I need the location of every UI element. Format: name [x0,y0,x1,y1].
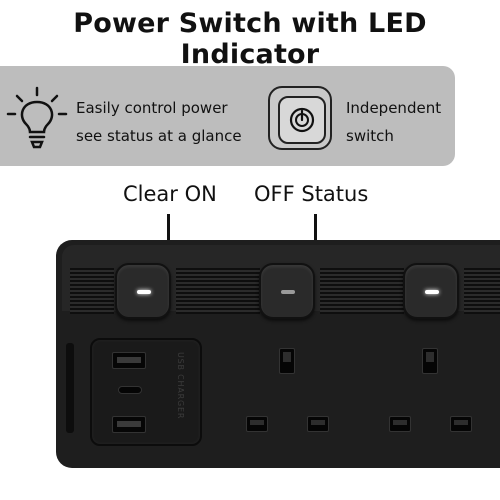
vent-grille [176,268,260,314]
usb-c-port[interactable] [118,386,142,394]
led-indicator-on [137,290,151,294]
usb-a-port[interactable] [112,416,146,433]
power-switch-icon [268,86,332,150]
feature-banner [0,66,455,166]
power-switch-button-2[interactable] [259,263,315,319]
feature-right-line1: Independent [346,99,442,117]
led-indicator-on [425,290,439,294]
socket-pin-hole [389,416,411,432]
vent-grille [464,268,500,314]
callout-on: Clear ON [123,182,217,206]
feature-left-line1: Easily control power [76,99,228,117]
vent-grille [320,268,404,314]
callout-off: OFF Status [254,182,369,206]
lightbulb-icon [6,86,68,149]
feature-left-line2: see status at a glance [76,127,242,145]
feature-text-right: Independent switch [346,94,441,150]
led-indicator-off [281,290,295,294]
usb-a-port[interactable] [112,352,146,369]
socket-pin-hole [307,416,329,432]
power-switch-button-3[interactable] [403,263,459,319]
feature-text-left: Easily control power see status at a gla… [76,94,242,150]
usb-charger-label: USB CHARGER [176,352,185,420]
socket-pin-hole [450,416,472,432]
page-title: Power Switch with LED Indicator [73,8,427,70]
socket-pin-hole [246,416,268,432]
vent-grille [70,268,114,314]
usb-charger-panel [90,338,202,446]
power-switch-inner [278,96,326,144]
socket-earth-hole [422,348,438,374]
power-symbol-icon [289,107,315,133]
strip-edge-groove [66,343,74,433]
socket-earth-hole [279,348,295,374]
power-switch-button-1[interactable] [115,263,171,319]
feature-right-line2: switch [346,127,394,145]
